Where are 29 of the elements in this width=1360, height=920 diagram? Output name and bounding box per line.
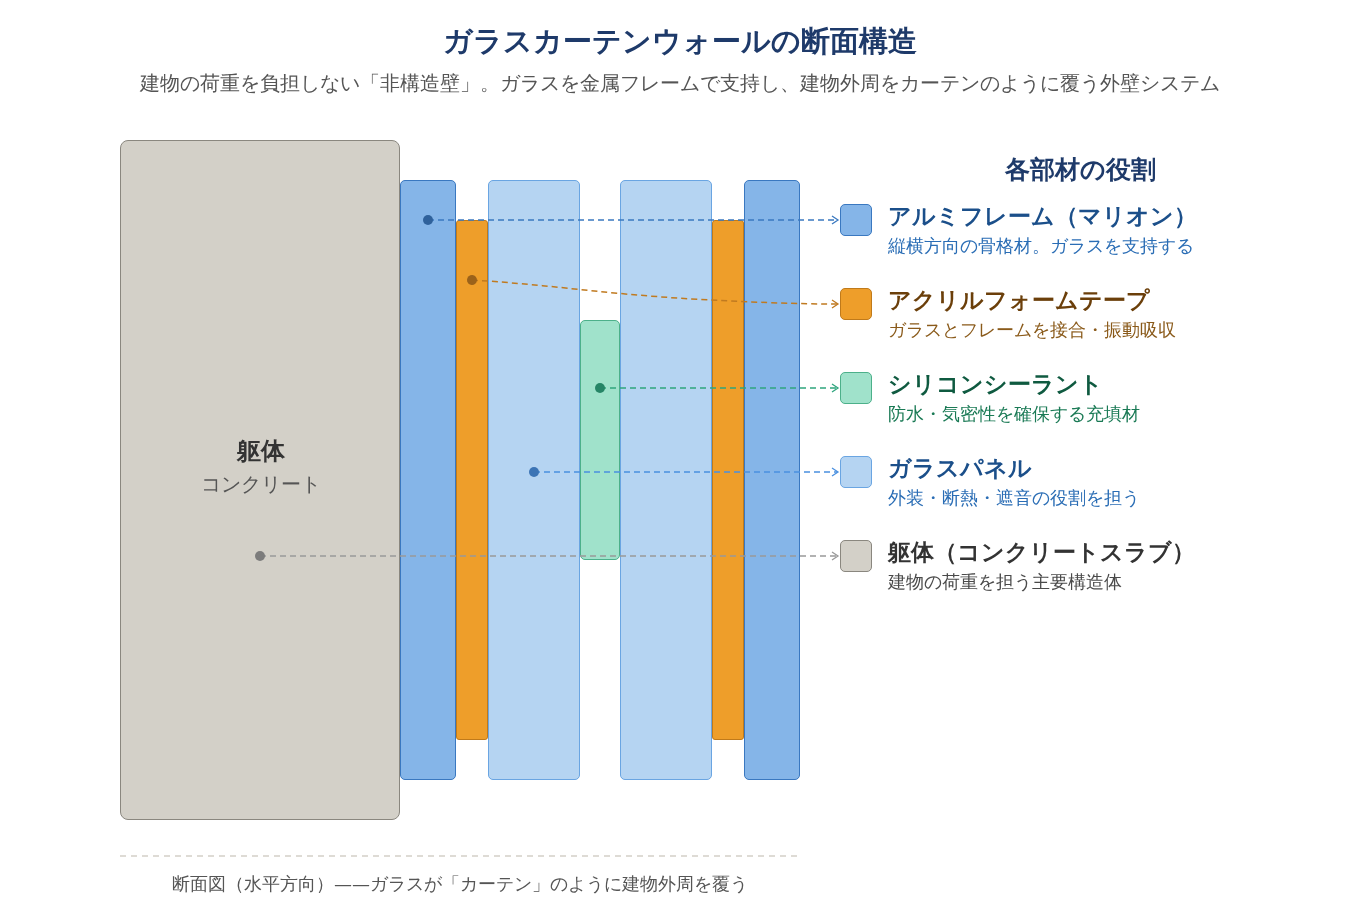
legend-heading: アルミフレーム（マリオン）	[888, 202, 1197, 231]
leader-arrow	[423, 215, 839, 225]
glass-panel	[620, 180, 712, 780]
legend-heading: ガラスパネル	[888, 454, 1032, 483]
concrete-slab	[120, 140, 400, 820]
foam-tape	[712, 220, 744, 740]
part-sublabel: コンクリート	[200, 471, 322, 498]
leader-arrow	[595, 383, 839, 393]
legend-description: 防水・気密性を確保する充填材	[888, 402, 1140, 426]
title: ガラスカーテンウォールの断面構造	[442, 23, 918, 60]
legend-heading: 躯体（コンクリートスラブ）	[888, 538, 1195, 567]
leader-arrow	[255, 551, 839, 561]
leader-arrow	[467, 275, 839, 309]
section-heading: 各部材の役割	[1003, 154, 1157, 186]
foam-tape	[456, 220, 488, 740]
legend-heading: アクリルフォームテープ	[888, 286, 1150, 315]
legend-description: 縦横方向の骨格材。ガラスを支持する	[888, 234, 1194, 258]
aluminum-mullion	[744, 180, 800, 780]
glass-panel	[488, 180, 580, 780]
leader-arrow	[529, 467, 839, 477]
legend-description: ガラスとフレームを接合・振動吸収	[888, 318, 1176, 342]
legend-heading: シリコンシーラント	[888, 370, 1103, 399]
caption: 断面図（水平方向）——ガラスが「カーテン」のように建物外周を覆う	[171, 872, 749, 896]
sealant-strip	[580, 320, 620, 560]
aluminum-mullion	[400, 180, 456, 780]
part-label: 躯体	[235, 436, 286, 467]
legend-description: 外装・断熱・遮音の役割を担う	[888, 486, 1140, 510]
legend-description: 建物の荷重を担う主要構造体	[888, 570, 1122, 594]
subtitle: 建物の荷重を負担しない「非構造壁」。ガラスを金属フレームで支持し、建物外周をカーテンのように覆う外壁システム	[139, 70, 1221, 97]
